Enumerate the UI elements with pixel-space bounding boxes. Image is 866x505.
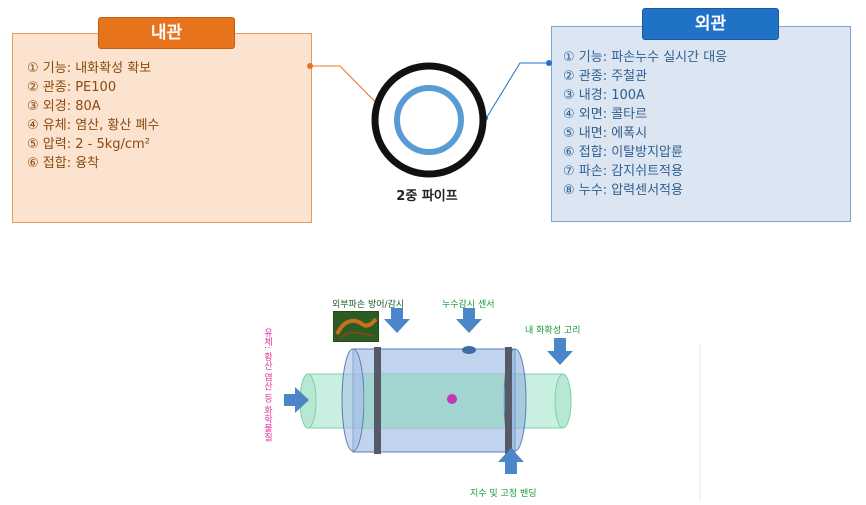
outer-spec-item: ⑥ 접합: 이탈방지압륜 [563, 145, 683, 160]
inner-leader-dot [307, 63, 313, 69]
outer-pipe-title: 외관 [642, 8, 779, 40]
inner-spec-item: ⑥ 접합: 융착 [27, 156, 100, 171]
inner-pipe-ring [394, 85, 464, 155]
inner-spec-item: ① 기능: 내화확성 확보 [27, 61, 152, 76]
inner-pipe-panel [12, 33, 312, 223]
outer-leader-line [486, 62, 548, 118]
inner-spec-item: ② 관종: PE100 [27, 80, 117, 95]
outer-pipe-left-end [341, 348, 365, 452]
arrow-fluid-icon [284, 387, 309, 413]
inner-spec-item: ③ 외경: 80A [27, 99, 101, 114]
outer-spec-item: ③ 내경: 100A [563, 88, 645, 103]
outer-spec-item: ① 기능: 파손누수 실시간 대응 [563, 50, 728, 65]
outer-spec-item: ⑦ 파손: 감지쉬트적용 [563, 164, 683, 179]
pipe-caption: 2중 파이프 [396, 189, 458, 204]
inner-pipe-right-end [554, 373, 572, 429]
label-leak-sensor: 누수감시 센서 [442, 300, 495, 310]
inner-pipe-inside-view [364, 374, 504, 428]
outer-spec-item: ② 관종: 주철관 [563, 69, 648, 84]
arrow-sensor-icon [456, 308, 482, 333]
inner-spec-item: ⑤ 압력: 2 - 5kg/cm² [27, 137, 150, 152]
arrow-fire-ring-icon [547, 338, 573, 365]
fluid-marker-icon [447, 394, 457, 404]
arrow-band-icon [498, 448, 524, 474]
inner-spec-item: ④ 유체: 염산, 황산 폐수 [27, 118, 160, 133]
band-left [374, 347, 381, 454]
band-right [505, 347, 512, 454]
outer-spec-item: ⑧ 누수: 압력센서적용 [563, 183, 683, 198]
outer-spec-item: ⑤ 내면: 에폭시 [563, 126, 648, 141]
label-fluid: 유체: 황산 염산 등 화학물질 [262, 328, 272, 442]
arrow-damage-icon [384, 308, 410, 333]
outer-spec-item: ④ 외면: 콜타르 [563, 107, 648, 122]
inner-pipe-title: 내관 [98, 17, 235, 49]
label-damage: 외부파손 방어/감시 [332, 300, 405, 310]
outer-leader-dot [546, 60, 552, 66]
inner-pipe-spec-list: ① 기능: 내화확성 확보 ② 관종: PE100 ③ 외경: 80A ④ 유체… [27, 59, 159, 173]
leak-sensor-icon [462, 346, 476, 354]
label-band: 지수 및 고정 밴딩 [470, 489, 537, 499]
label-fire-ring: 내 화확성 고리 [525, 326, 581, 336]
outer-pipe-panel [551, 26, 851, 222]
damage-photo [333, 311, 379, 342]
outer-pipe-spec-list: ① 기능: 파손누수 실시간 대응 ② 관종: 주철관 ③ 내경: 100A ④… [563, 48, 727, 200]
